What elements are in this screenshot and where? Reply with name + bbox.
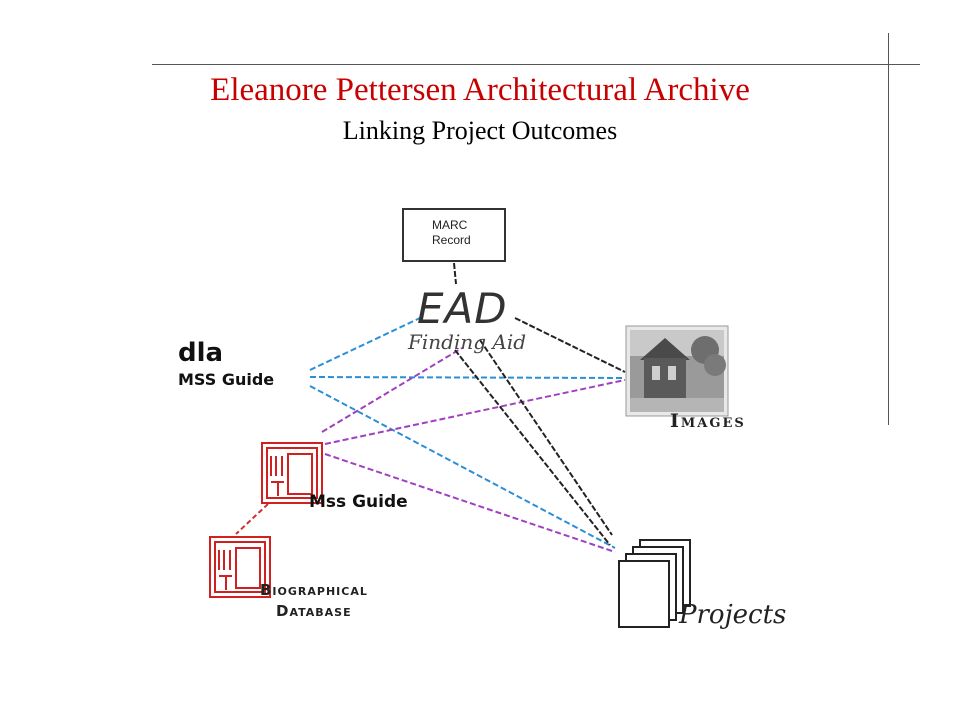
link-ead-images xyxy=(514,317,626,373)
link-ead-projects-b xyxy=(454,349,611,546)
dla-mss-guide-label: MSS Guide xyxy=(178,370,275,389)
purple-links xyxy=(321,347,626,553)
projects-stack xyxy=(618,539,691,628)
link-dla-images xyxy=(309,376,626,379)
link-mss-bio xyxy=(235,503,269,535)
dla-label: dla xyxy=(178,338,224,368)
black-links xyxy=(453,262,626,546)
right-rule xyxy=(888,33,889,425)
link-marc-ead xyxy=(453,262,457,285)
marc-label: MARC xyxy=(432,218,468,232)
record-label: Record xyxy=(432,233,471,247)
link-dla-projects xyxy=(309,385,616,549)
images-label: Images xyxy=(670,410,746,432)
images-photo xyxy=(625,325,729,417)
finding-aid-label: Finding Aid xyxy=(408,330,527,354)
bio-logo xyxy=(209,536,271,598)
ead-label: EAD xyxy=(417,284,508,333)
biographical-database-label: Biographical Database xyxy=(260,580,368,622)
bio-line2: Database xyxy=(276,602,352,620)
link-mss-images xyxy=(324,379,626,445)
bio-line1: Biographical xyxy=(260,581,368,599)
link-dla-ead xyxy=(309,317,421,371)
projects-label: Projects xyxy=(679,600,787,630)
mss-guide-label: Mss Guide xyxy=(309,492,408,512)
blue-links xyxy=(309,317,626,549)
page-subtitle: Linking Project Outcomes xyxy=(342,116,618,145)
link-ead-projects-a xyxy=(479,339,613,536)
marc-record-box: MARC Record xyxy=(402,208,506,262)
link-mss-projects xyxy=(324,453,616,553)
top-rule xyxy=(152,64,920,65)
mss-logo xyxy=(261,442,323,504)
page-title: Eleanore Pettersen Architectural Archive xyxy=(210,72,750,108)
link-mss-ead xyxy=(321,347,463,433)
